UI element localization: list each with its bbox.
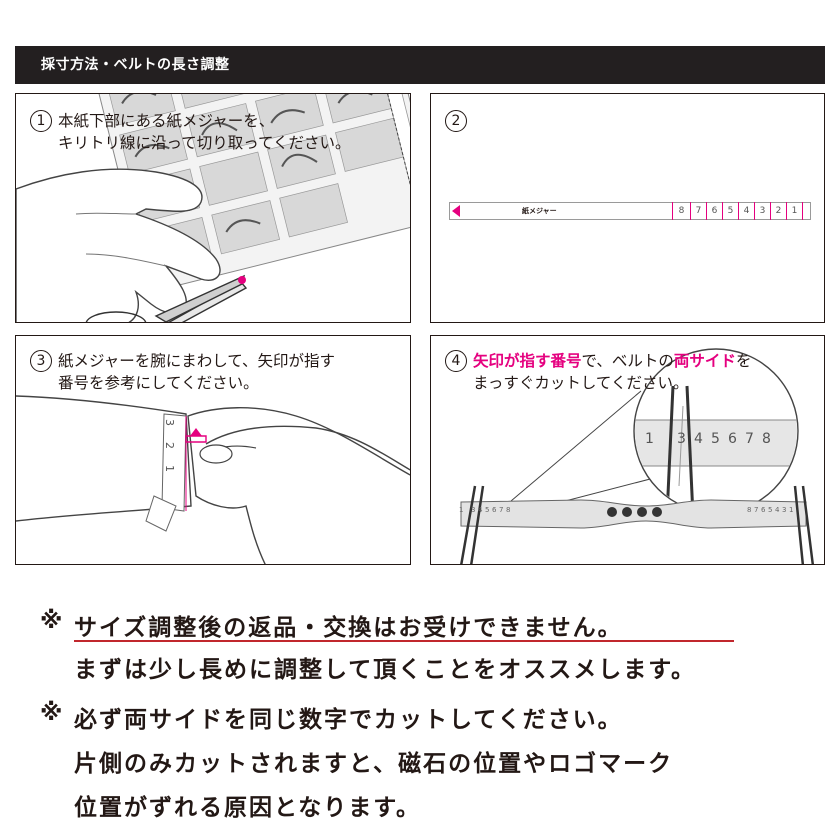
step4-text-line1: 矢印が指す番号で、ベルトの両サイドを — [473, 350, 751, 372]
tape-number: 3 — [754, 202, 770, 220]
step3-instruction: 3 紙メジャーを腕にまわして、矢印が指す 番号を参考にしてください。 — [30, 350, 335, 394]
belt-number: 8 — [747, 506, 752, 514]
belt-number: 4 — [478, 506, 483, 514]
belt-left-scale: 1 3 4 5 6 7 8 — [459, 506, 513, 514]
belt-number: 7 — [499, 506, 504, 514]
step3-illustration — [16, 395, 410, 564]
arm-tape-number: 3 — [163, 419, 176, 426]
section-title: 採寸方法・ベルトの長さ調整 — [41, 57, 230, 73]
tape-number: 6 — [706, 202, 722, 220]
step2-number: 2 — [445, 110, 467, 132]
note-2-mark: ※ — [40, 700, 65, 726]
zoom-number: 1 — [645, 431, 654, 447]
step1-illustration — [16, 94, 410, 322]
note-1-underline — [74, 640, 734, 642]
step4-text-end: を — [735, 352, 752, 370]
tape-number: 7 — [690, 202, 706, 220]
step4-illustration — [460, 348, 815, 564]
arm-tape-number: 1 — [163, 465, 176, 472]
arm-tape-number: 2 — [163, 442, 176, 449]
belt-number: 6 — [492, 506, 497, 514]
zoom-number: 7 — [745, 431, 754, 447]
tape-arrow-icon — [452, 205, 460, 217]
zoom-scale: 1 3 4 5 6 7 8 — [645, 431, 779, 447]
tape-number: 4 — [738, 202, 754, 220]
zoom-number: 6 — [728, 431, 737, 447]
tape-number: 2 — [770, 202, 786, 220]
step2-instruction: 2 — [445, 110, 473, 132]
tape-scale: 8 7 6 5 4 3 2 1 — [672, 202, 803, 220]
step4-highlight-arrow-number: 矢印が指す番号 — [473, 352, 582, 370]
belt-number: 1 — [789, 506, 794, 514]
step3-text-line2: 番号を参考にしてください。 — [58, 374, 259, 392]
zoom-number: 8 — [762, 431, 771, 447]
belt-number: 1 — [459, 506, 464, 514]
step3-panel: 3 2 1 3 紙メジャーを腕にまわして、矢印が指す 番号を参考にしてください。 — [15, 335, 411, 565]
zoom-number: 5 — [711, 431, 720, 447]
belt-number: 7 — [754, 506, 759, 514]
step3-text-line1: 紙メジャーを腕にまわして、矢印が指す — [58, 352, 335, 370]
step4-panel: 1 3 4 5 6 7 8 1 3 4 5 6 7 8 8 7 6 5 4 3 … — [430, 335, 825, 565]
note-2-line1: 必ず両サイドを同じ数字でカットしてください。 — [74, 707, 623, 733]
note-1-line2: まずは少し長めに調整して頂くことをオススメします。 — [74, 657, 697, 683]
belt-number: 6 — [761, 506, 766, 514]
belt-number: 3 — [471, 506, 476, 514]
tape-number: 1 — [786, 202, 803, 220]
step1-instruction: 1 本紙下部にある紙メジャーを、 キリトリ線に沿って切り取ってください。 — [30, 110, 351, 154]
belt-number: 5 — [485, 506, 490, 514]
step1-panel: 1 本紙下部にある紙メジャーを、 キリトリ線に沿って切り取ってください。 — [15, 93, 411, 323]
tape-number: 5 — [722, 202, 738, 220]
step1-text-line2: キリトリ線に沿って切り取ってください。 — [58, 134, 351, 152]
step4-number: 4 — [445, 350, 467, 372]
step3-number: 3 — [30, 350, 52, 372]
tape-number: 8 — [672, 202, 690, 220]
section-header: 採寸方法・ベルトの長さ調整 — [15, 46, 825, 84]
belt-number: 4 — [775, 506, 780, 514]
step4-instruction: 4 矢印が指す番号で、ベルトの両サイドを まっすぐカットしてください。 — [445, 350, 751, 394]
step2-panel: 2 紙メジャー 8 7 6 5 4 3 2 1 — [430, 93, 825, 323]
paper-tape: 紙メジャー 8 7 6 5 4 3 2 1 — [449, 202, 811, 220]
note-1-line1: サイズ調整後の返品・交換はお受けできません。 — [74, 615, 623, 641]
belt-right-scale: 8 7 6 5 4 3 1 — [747, 506, 801, 514]
zoom-number: 4 — [694, 431, 703, 447]
step1-text-line1: 本紙下部にある紙メジャーを、 — [58, 112, 275, 130]
belt-number: 5 — [768, 506, 773, 514]
note-2-line3: 位置がずれる原因となります。 — [74, 795, 422, 821]
step4-text-mid: で、ベルトの — [581, 352, 674, 370]
step1-number: 1 — [30, 110, 52, 132]
belt-number: 8 — [506, 506, 511, 514]
belt-number: 3 — [782, 506, 787, 514]
step4-text-line2: まっすぐカットしてください。 — [473, 374, 689, 392]
note-1-mark: ※ — [40, 608, 65, 634]
step4-highlight-both-sides: 両サイド — [673, 352, 736, 370]
tape-label: 紙メジャー — [522, 207, 557, 215]
note-2-line2: 片側のみカットされますと、磁石の位置やロゴマーク — [74, 751, 674, 777]
zoom-number: 3 — [677, 431, 686, 447]
